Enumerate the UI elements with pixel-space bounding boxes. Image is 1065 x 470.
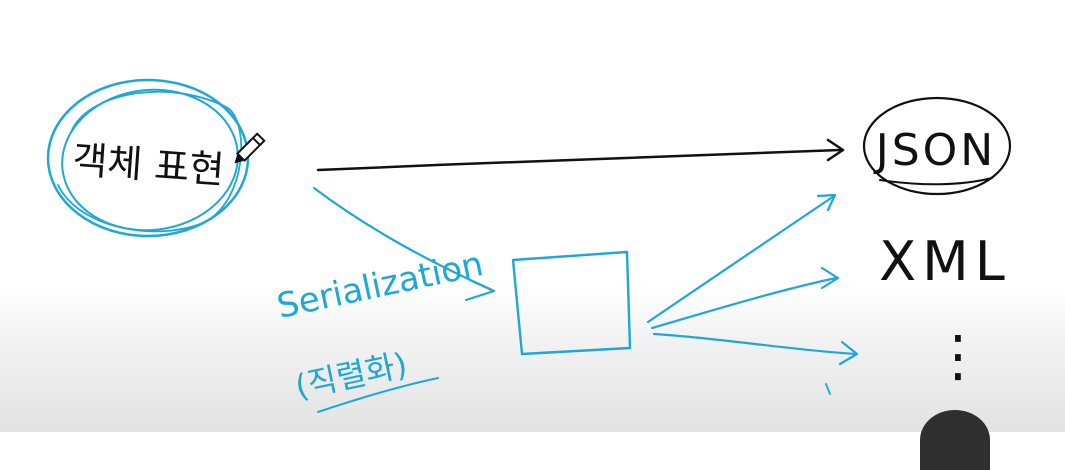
- more-formats-ellipsis: ⋮: [930, 324, 986, 389]
- xml-label: XML: [879, 230, 1011, 293]
- serialization-underline: [317, 377, 439, 413]
- source-circle-inner: [61, 88, 239, 232]
- arrow-source-to-json: [316, 138, 845, 172]
- arrows-box-to-formats: [646, 193, 859, 395]
- serialization-label-ko: (직렬화): [292, 345, 411, 406]
- json-circle: [862, 96, 1012, 196]
- source-label: 객체 표현: [71, 138, 226, 192]
- json-underline: [879, 177, 993, 186]
- serialization-label-en: Serialization: [274, 244, 487, 327]
- json-target-group: JSON: [862, 96, 1012, 196]
- arrow-source-to-box: [312, 186, 496, 302]
- serialization-box: [511, 250, 632, 356]
- arrow-box-to-xml: [650, 276, 838, 330]
- json-label: JSON: [873, 125, 996, 176]
- pencil-cursor-icon: [234, 132, 266, 164]
- presenter-head: [920, 410, 990, 470]
- whiteboard-canvas: 객체 표현 JSON XML ⋮ Serialization (직렬화): [46, 78, 1012, 413]
- arrow-box-to-more: [652, 332, 858, 356]
- arrow-box-to-json: [646, 194, 836, 324]
- source-object-group: 객체 표현: [46, 78, 250, 238]
- source-circle-scribble: [57, 90, 243, 233]
- serialization-labels: Serialization (직렬화): [274, 244, 487, 413]
